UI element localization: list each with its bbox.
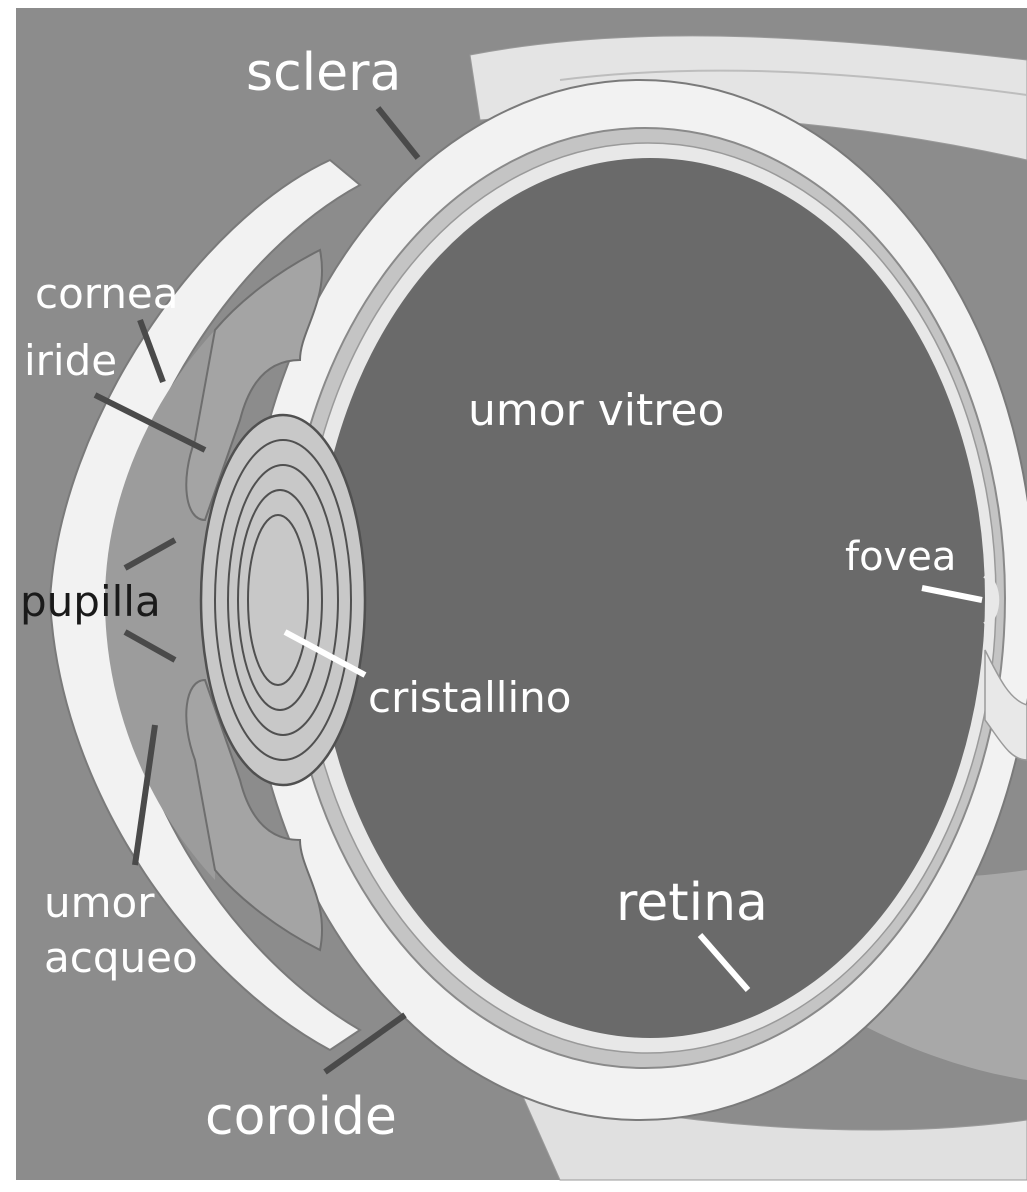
lens-capsule (201, 415, 365, 785)
label-cornea: cornea (35, 269, 179, 318)
label-umor: umor (44, 878, 155, 927)
label-umor-vitreo: umor vitreo (468, 385, 724, 436)
label-sclera: sclera (246, 43, 401, 103)
label-acqueo: acqueo (44, 933, 198, 982)
label-retina: retina (616, 873, 768, 933)
lens (201, 415, 365, 785)
label-pupilla: pupilla (20, 577, 161, 626)
label-fovea: fovea (845, 534, 956, 580)
label-coroide: coroide (205, 1087, 397, 1147)
label-iride: iride (24, 336, 117, 385)
label-cristallino: cristallino (368, 673, 571, 722)
